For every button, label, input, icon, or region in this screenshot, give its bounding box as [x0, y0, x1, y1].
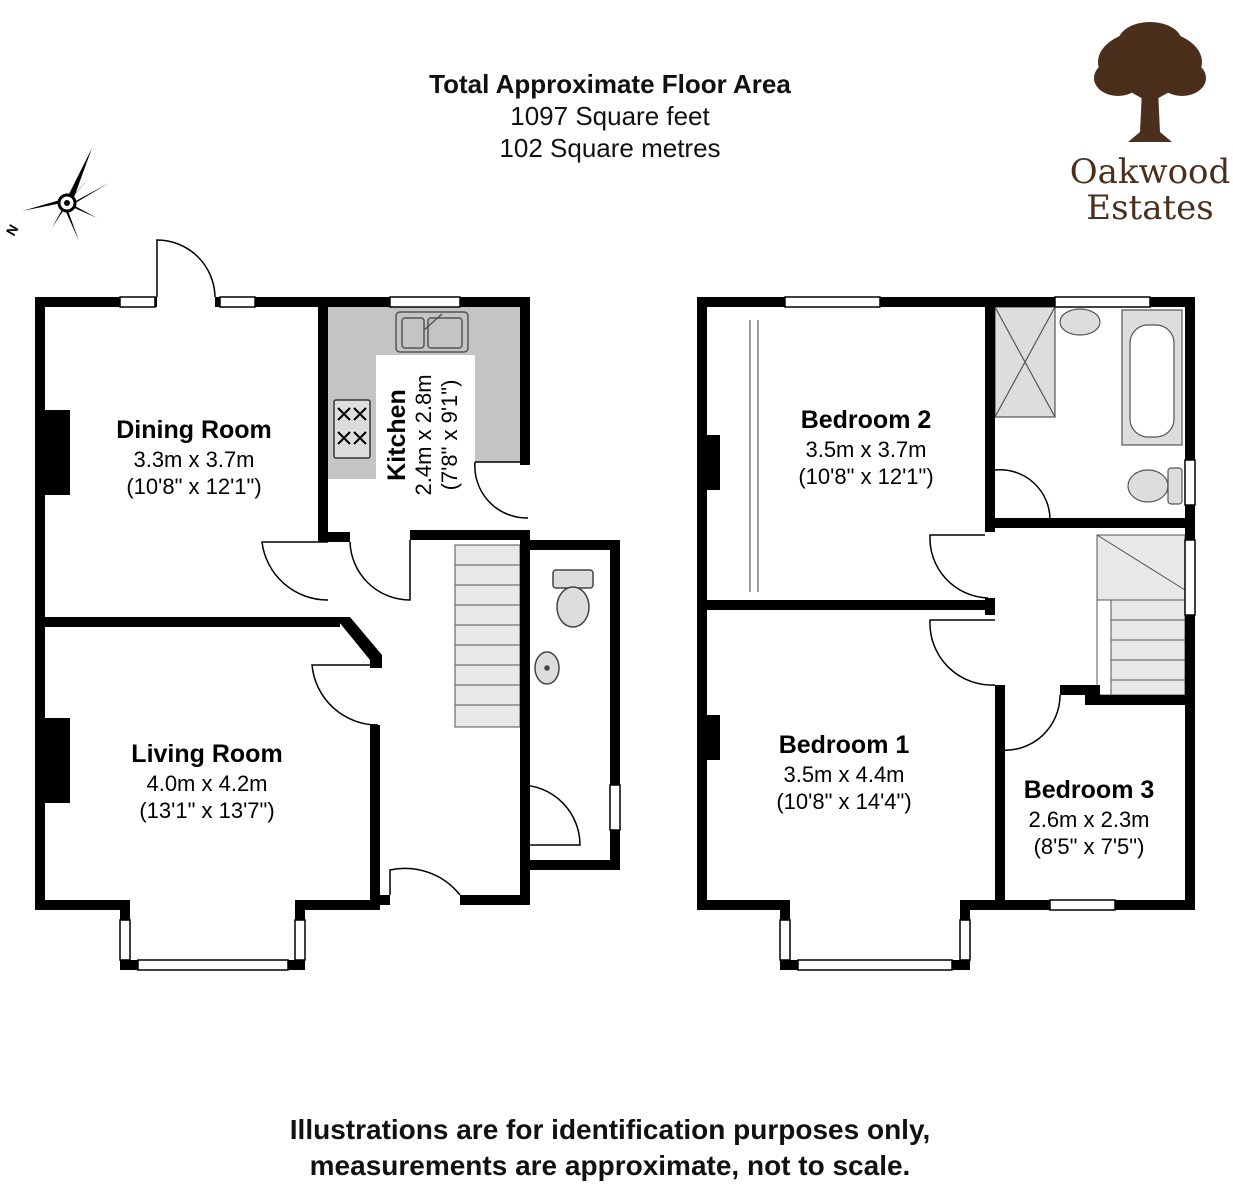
room-metric: 2.4m x 2.8m [411, 374, 436, 495]
disclaimer: Illustrations are for identification pur… [200, 1112, 1020, 1184]
staircase [454, 544, 521, 728]
floor-area-sqft: 1097 Square feet [510, 101, 710, 131]
basin-icon [534, 651, 560, 685]
room-name: Kitchen [383, 389, 411, 481]
room-name: Bedroom 2 [801, 406, 932, 434]
floor-area-sqm: 102 Square metres [499, 133, 721, 163]
room-imperial: (8'5" x 7'5") [1034, 834, 1145, 859]
first-floor-staircase [1096, 534, 1186, 696]
bathroom-toilet-icon [1127, 467, 1183, 505]
room-imperial: (10'8" x 14'4") [776, 789, 911, 814]
room-imperial: (10'8" x 12'1") [126, 474, 261, 499]
room-bedroom1: Bedroom 1 3.5m x 4.4m (10'8" x 14'4") [776, 731, 911, 814]
disclaimer-line1: Illustrations are for identification pur… [289, 1114, 931, 1145]
ground-floor-windows [119, 296, 621, 971]
room-name: Bedroom 3 [1024, 776, 1155, 804]
room-metric: 2.6m x 2.3m [1028, 807, 1149, 832]
floor-area-title: Total Approximate Floor Area [429, 69, 791, 99]
room-living: Living Room 4.0m x 4.2m (13'1" x 13'7") [131, 740, 282, 823]
room-kitchen: Kitchen 2.4m x 2.8m (7'8" x 9'1") [383, 374, 462, 495]
oak-tree-icon [1094, 22, 1206, 142]
room-name: Living Room [131, 740, 282, 768]
room-metric: 3.3m x 3.7m [133, 447, 254, 472]
room-imperial: (7'8" x 9'1") [437, 380, 462, 491]
sink-icon [395, 311, 469, 353]
room-imperial: (10'8" x 12'1") [798, 464, 933, 489]
toilet-icon [552, 569, 594, 628]
logo-line2: Estates [1086, 188, 1214, 228]
room-name: Dining Room [116, 416, 272, 444]
hob-icon [333, 399, 371, 459]
disclaimer-line2: measurements are approximate, not to sca… [309, 1150, 911, 1181]
room-bedroom3: Bedroom 3 2.6m x 2.3m (8'5" x 7'5") [1024, 776, 1155, 859]
floor-area-header: Total Approximate Floor Area 1097 Square… [360, 68, 860, 164]
room-metric: 3.5m x 3.7m [805, 437, 926, 462]
logo-line1: Oakwood [1069, 152, 1231, 192]
ground-floor-walls [35, 297, 620, 970]
first-floor-doors [929, 469, 1061, 751]
first-floor [697, 296, 1196, 971]
first-floor-windows [779, 296, 1196, 971]
room-bedroom2: Bedroom 2 3.5m x 3.7m (10'8" x 12'1") [798, 406, 933, 489]
room-imperial: (13'1" x 13'7") [139, 798, 274, 823]
oakwood-logo: Oakwood Estates [1060, 20, 1233, 226]
room-name: Bedroom 1 [779, 731, 910, 759]
compass-icon: N [3, 148, 109, 241]
ground-floor-doors [156, 239, 581, 896]
bath-icon [1121, 309, 1183, 446]
room-metric: 4.0m x 4.2m [146, 771, 267, 796]
compass-north-label: N [3, 222, 22, 239]
shower-icon [994, 306, 1056, 418]
bathroom-basin-icon [1059, 308, 1101, 336]
ground-floor [35, 239, 621, 971]
room-dining: Dining Room 3.3m x 3.7m (10'8" x 12'1") [116, 416, 272, 499]
room-metric: 3.5m x 4.4m [783, 762, 904, 787]
wardrobe [749, 320, 759, 592]
